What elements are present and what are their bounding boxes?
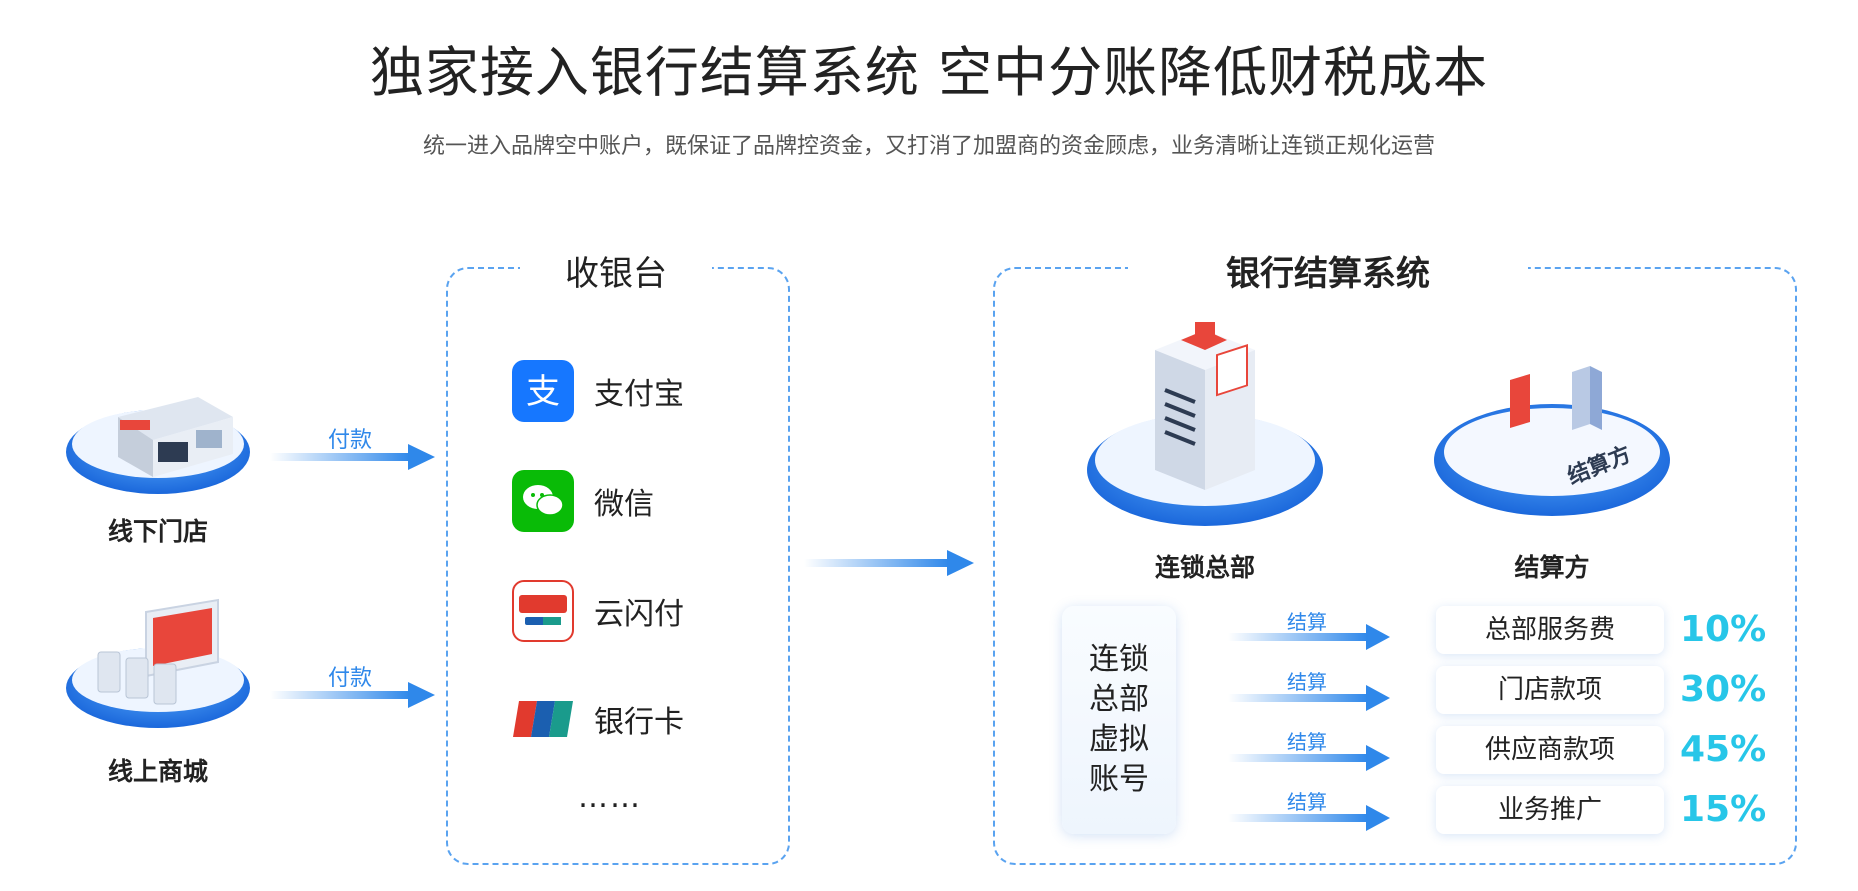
online-mall-node: [58, 592, 258, 732]
alipay-label: 支付宝: [594, 377, 684, 412]
payment-method-yunshanfu: 云闪付: [512, 580, 684, 642]
split-percent: 30%: [1680, 669, 1767, 710]
unionpay-card-icon: [512, 688, 574, 750]
cashier-box: [446, 267, 790, 865]
hq-building-icon: [1087, 322, 1323, 526]
virtual-account-line: 总部: [1089, 682, 1149, 717]
page-title: 独家接入银行结算系统 空中分账降低财税成本: [369, 41, 1489, 104]
hq-node: [1085, 320, 1325, 530]
settle-arrow: [1228, 685, 1390, 711]
settle-arrow: [1228, 745, 1390, 771]
payment-arrow-online: [270, 682, 435, 708]
wechat-icon: [512, 470, 574, 532]
bank-settlement-title: 银行结算系统: [1128, 246, 1528, 295]
wechat-label: 微信: [594, 487, 654, 522]
settle-arrow: [1228, 805, 1390, 831]
settle-arrow: [1228, 624, 1390, 650]
split-percent: 15%: [1680, 789, 1767, 830]
virtual-account-line: 账号: [1089, 762, 1149, 797]
store-icon: [66, 397, 250, 494]
offline-store-label: 线下门店: [107, 517, 208, 546]
more-methods-ellipsis: ……: [578, 780, 642, 815]
yunshanfu-icon: [512, 580, 574, 642]
split-card-supplier-payment: 供应商款项: [1436, 726, 1664, 774]
flow-arrow-to-bank: [804, 550, 974, 576]
settle-label: 结算: [1287, 730, 1327, 754]
payment-flow-label: 付款: [327, 428, 372, 453]
settle-label: 结算: [1287, 610, 1327, 634]
split-card-hq-service-fee: 总部服务费: [1436, 606, 1664, 654]
alipay-icon: 支: [512, 360, 574, 422]
bank-card-label: 银行卡: [594, 705, 684, 740]
payment-arrow-offline: [270, 444, 435, 470]
payment-method-wechat: 微信: [512, 470, 654, 532]
online-mall-icon: [66, 598, 250, 728]
yunshanfu-label: 云闪付: [594, 597, 684, 632]
cashier-title: 收银台: [520, 246, 712, 295]
payment-method-bank-card: 银行卡: [512, 688, 684, 750]
payment-method-alipay: 支 支付宝: [512, 360, 684, 422]
settler-label: 结算方: [1514, 553, 1590, 582]
virtual-account-line: 虚拟: [1089, 722, 1149, 757]
payment-flow-label: 付款: [327, 666, 372, 691]
online-mall-label: 线上商城: [107, 757, 208, 786]
split-percent: 10%: [1680, 609, 1767, 650]
virtual-account-line: 连锁: [1089, 642, 1149, 677]
settlement-pad-icon: 结算方: [1434, 366, 1670, 516]
page-subtitle: 统一进入品牌空中账户，既保证了品牌控资金，又打消了加盟商的资金顾虑，业务清晰让连…: [422, 134, 1435, 159]
split-percent: 45%: [1680, 729, 1767, 770]
virtual-account-card: 连锁 总部 虚拟 账号: [1062, 606, 1176, 834]
settler-node: 结算方: [1432, 360, 1672, 520]
hq-label: 连锁总部: [1154, 553, 1255, 582]
offline-store-node: [58, 372, 258, 502]
settle-label: 结算: [1287, 670, 1327, 694]
split-card-store-payment: 门店款项: [1436, 666, 1664, 714]
svg-text:支: 支: [526, 372, 560, 412]
settle-label: 结算: [1287, 790, 1327, 814]
split-card-business-promotion: 业务推广: [1436, 786, 1664, 834]
